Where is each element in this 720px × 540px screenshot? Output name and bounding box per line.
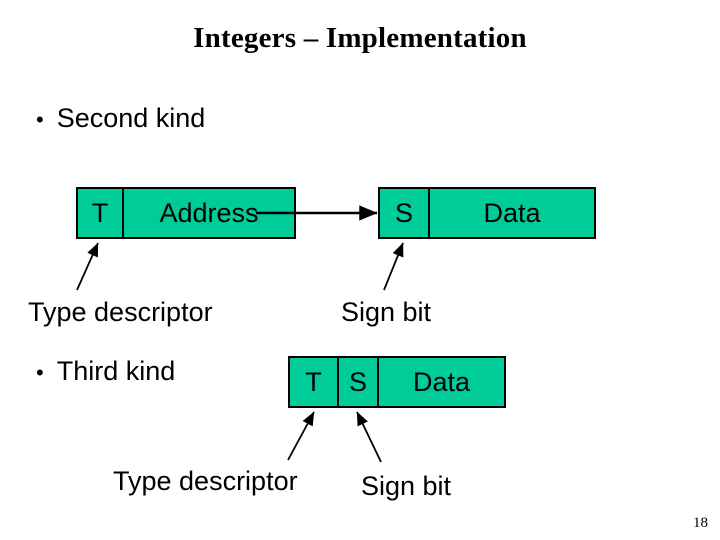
label-sign-bit-bottom: Sign bit: [361, 471, 452, 501]
cell-sign-bit-1: S: [380, 189, 428, 237]
page-title: Integers – Implementation: [193, 22, 527, 54]
cell-type-descriptor-1: T: [78, 189, 122, 237]
type-descriptor-arrow-top-icon: [76, 242, 99, 291]
type-address-box: T Address: [76, 187, 296, 239]
bullet-marker-icon: •: [36, 360, 44, 385]
cell-type-descriptor-2: T: [290, 358, 337, 406]
cell-address: Address: [122, 189, 294, 237]
bullet-second-kind: • Second kind: [36, 103, 205, 134]
sign-bit-arrow-top-icon: [383, 242, 404, 291]
type-descriptor-arrow-bottom-icon: [287, 411, 315, 461]
sign-bit-arrow-bottom-icon: [356, 411, 382, 463]
page-number: 18: [693, 515, 708, 531]
bullet-second-kind-label: Second kind: [56, 103, 206, 133]
sign-data-box: S Data: [378, 187, 596, 239]
label-sign-bit-top: Sign bit: [341, 297, 432, 327]
bullet-third-kind: • Third kind: [36, 356, 175, 387]
t-s-data-box: T S Data: [288, 356, 506, 408]
cell-sign-bit-2: S: [337, 358, 377, 406]
label-type-descriptor-top: Type descriptor: [28, 297, 213, 327]
bullet-marker-icon: •: [36, 107, 44, 132]
label-type-descriptor-bottom: Type descriptor: [113, 466, 298, 496]
bullet-third-kind-label: Third kind: [56, 356, 176, 386]
cell-data-1: Data: [428, 189, 594, 237]
cell-data-2: Data: [377, 358, 504, 406]
